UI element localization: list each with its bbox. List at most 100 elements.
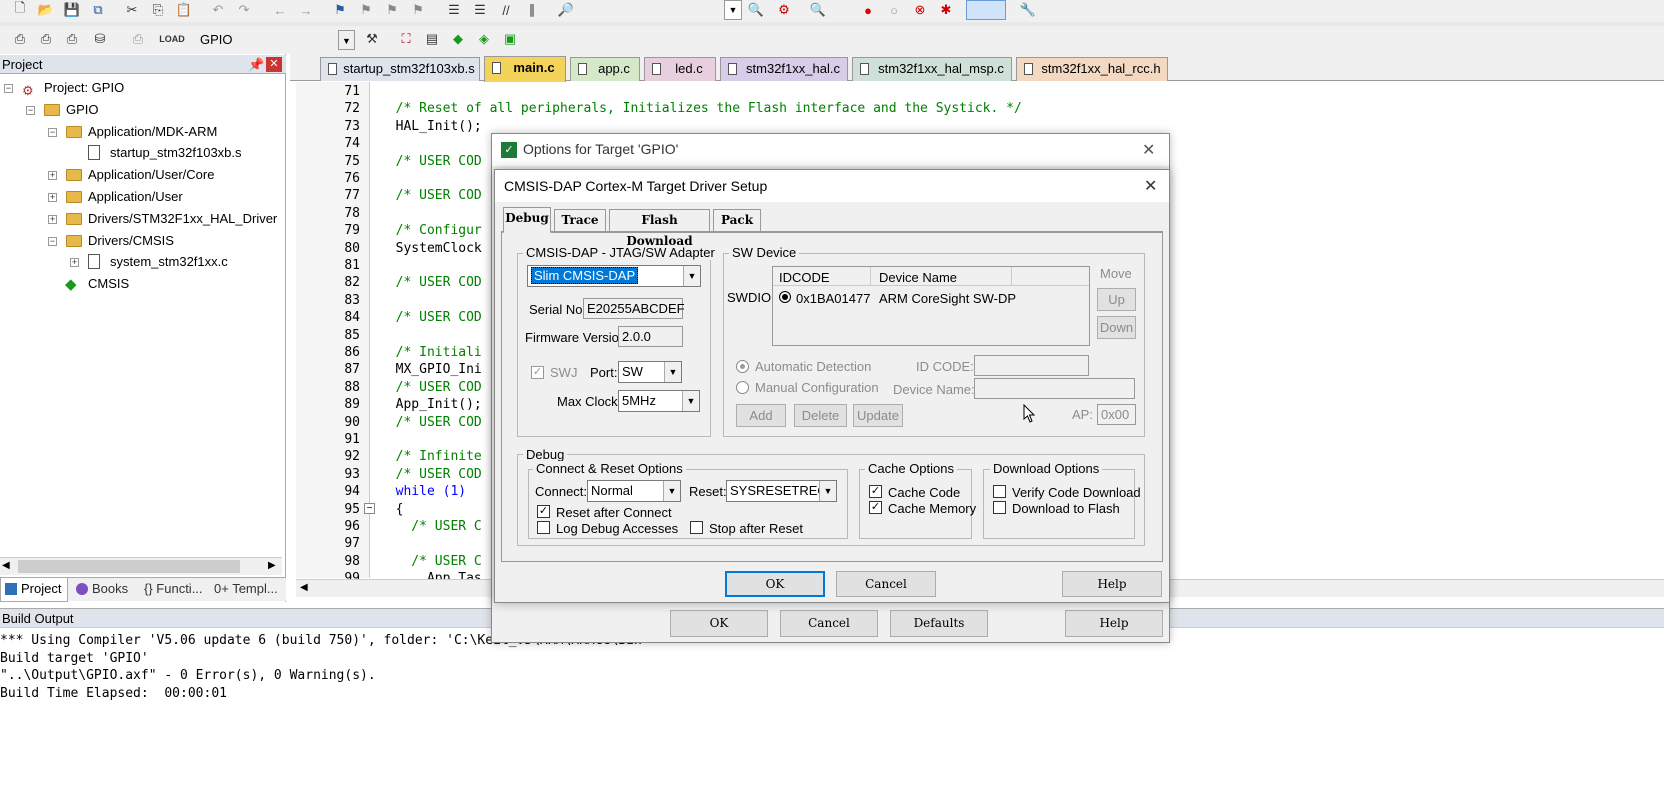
editor-tab-stm32f1xx-hal-c[interactable]: stm32f1xx_hal.c — [720, 57, 848, 81]
add-button[interactable]: Add — [736, 404, 786, 427]
manage-run-time-icon[interactable]: ◆ — [453, 31, 463, 46]
options-defaults-button[interactable]: Defaults — [890, 610, 988, 637]
panel-close-button[interactable]: ✕ — [266, 57, 282, 72]
new-file-icon[interactable]: 🗋 — [14, 0, 26, 15]
indent-icon[interactable]: ☰ — [448, 2, 460, 17]
editor-tab-app-c[interactable]: app.c — [570, 57, 640, 81]
copy-icon[interactable]: ⎘ — [152, 2, 164, 17]
swj-checkbox[interactable]: ✓ — [531, 366, 544, 379]
code-line[interactable]: /* USER COD — [380, 466, 482, 482]
bookmark-icon[interactable]: ⚑ — [334, 2, 346, 17]
code-line[interactable]: while (1) — [380, 484, 467, 500]
code-line[interactable]: /* Reset of all peripherals, Initializes… — [380, 101, 1022, 117]
tree-item[interactable]: startup_stm32f103xb.s — [0, 143, 282, 163]
editor-tab-stm32f1xx-hal-msp-c[interactable]: stm32f1xx_hal_msp.c — [852, 57, 1012, 81]
close-icon[interactable]: ✕ — [1144, 178, 1158, 195]
cache-memory-checkbox[interactable]: ✓ — [869, 501, 882, 514]
scroll-left-icon[interactable]: ◀ — [2, 560, 10, 571]
bottom-tab-books[interactable]: Books — [72, 578, 136, 602]
driver-cancel-button[interactable]: Cancel — [836, 571, 936, 597]
code-line[interactable]: App_Init(); — [380, 397, 482, 413]
bookmark-next-icon[interactable]: ⚑ — [386, 2, 398, 17]
verify-code-checkbox[interactable] — [993, 485, 1006, 498]
tree-item[interactable]: +Drivers/STM32F1xx_HAL_Driver — [0, 209, 282, 229]
sw-device-table[interactable]: IDCODE Device Name 0x1BA01477 ARM CoreSi… — [772, 266, 1090, 346]
breakpoint-kill-icon[interactable]: ✱ — [940, 2, 952, 17]
tree-item[interactable]: −GPIO — [0, 100, 282, 120]
options-cancel-button[interactable]: Cancel — [780, 610, 878, 637]
code-line[interactable]: /* Infinite — [380, 449, 482, 465]
code-line[interactable]: /* USER C — [380, 519, 482, 534]
file-extensions-icon[interactable]: ▤ — [425, 31, 439, 46]
stop-build-icon[interactable]: ⎙ — [132, 31, 144, 46]
options-ok-button[interactable]: OK — [670, 610, 768, 637]
code-line[interactable]: /* Initiali — [380, 345, 482, 360]
code-line[interactable]: /* USER COD — [380, 414, 482, 430]
tree-item[interactable]: −⚙Project: GPIO — [0, 78, 282, 98]
tree-item[interactable]: ◆CMSIS — [0, 274, 282, 294]
rebuild-icon[interactable]: ⎙ — [66, 31, 78, 46]
find-in-files-icon[interactable]: 🔎 — [557, 2, 575, 17]
connect-select[interactable]: Normal ▼ — [587, 480, 681, 502]
breakpoint-icon[interactable]: ● — [864, 2, 872, 18]
save-icon[interactable]: 💾 — [63, 2, 81, 17]
editor-tab-stm32f1xx-hal-rcc-h[interactable]: stm32f1xx_hal_rcc.h — [1016, 57, 1168, 81]
table-row[interactable]: 0x1BA01477 ARM CoreSight SW-DP — [773, 288, 1089, 308]
code-line[interactable]: { — [380, 501, 404, 517]
window-layout-button[interactable] — [966, 0, 1006, 20]
collapse-icon[interactable]: − — [48, 126, 57, 137]
uncomment-icon[interactable]: ∥ — [528, 2, 536, 17]
save-all-icon[interactable]: ⧉ — [93, 2, 103, 17]
pack-installer-icon[interactable]: ▣ — [503, 31, 517, 46]
comment-icon[interactable]: // — [502, 2, 510, 18]
build-icon[interactable]: ⎙ — [40, 31, 52, 46]
code-line[interactable]: /* USER COD — [380, 153, 482, 169]
expand-icon[interactable]: + — [48, 170, 57, 181]
tree-item[interactable]: +Application/User — [0, 187, 282, 207]
build-output-pane[interactable] — [0, 629, 1664, 788]
expand-icon[interactable]: + — [70, 257, 79, 268]
code-line[interactable]: /* USER COD — [380, 188, 482, 204]
tree-item[interactable]: −Drivers/CMSIS — [0, 231, 282, 251]
reset-select[interactable]: SYSRESETREQ ▼ — [726, 480, 837, 502]
cut-icon[interactable]: ✂ — [126, 2, 138, 17]
zoom-icon[interactable]: 🔍 — [809, 2, 827, 17]
update-button[interactable]: Update — [853, 404, 903, 427]
batch-build-icon[interactable]: ⛁ — [94, 31, 106, 46]
delete-button[interactable]: Delete — [794, 404, 847, 427]
code-line[interactable]: MX_GPIO_Ini — [380, 362, 482, 378]
bookmark-clear-icon[interactable]: ⚑ — [412, 2, 424, 17]
manual-config-radio[interactable] — [736, 381, 749, 394]
unindent-icon[interactable]: ☰ — [474, 2, 486, 17]
manage-project-icon[interactable]: ⛶ — [401, 31, 411, 46]
driver-help-button[interactable]: Help — [1062, 571, 1162, 597]
redo-icon[interactable]: ↷ — [238, 2, 250, 17]
download-flash-checkbox[interactable] — [993, 501, 1006, 514]
bottom-tab-functions[interactable]: {} Functi... — [144, 581, 203, 596]
download-load-icon[interactable]: LOAD — [159, 34, 185, 44]
code-line[interactable]: HAL_Init(); — [380, 118, 482, 134]
open-folder-icon[interactable]: 📂 — [37, 2, 55, 17]
debug-session-icon[interactable]: ⚙ — [778, 2, 790, 17]
log-debug-checkbox[interactable] — [537, 521, 550, 534]
project-h-scrollbar[interactable]: ◀ ▶ — [0, 557, 282, 575]
code-line[interactable]: /* Configur — [380, 223, 482, 239]
driver-ok-button[interactable]: OK — [725, 571, 825, 597]
nav-forward-icon[interactable]: → — [299, 2, 313, 18]
scroll-right-icon[interactable]: ▶ — [268, 560, 276, 571]
port-select[interactable]: SW ▼ — [618, 361, 682, 383]
tab-pack[interactable]: Pack — [713, 209, 761, 232]
collapse-icon[interactable]: − — [4, 83, 13, 93]
tree-item[interactable]: +Application/User/Core — [0, 165, 282, 185]
editor-tab-startup-stm32f103xb-s[interactable]: startup_stm32f103xb.s — [320, 57, 480, 81]
pin-icon[interactable]: 📌 — [248, 57, 265, 72]
tree-item[interactable]: +system_stm32f1xx.c — [0, 252, 282, 272]
breakpoint-disable-icon[interactable]: ○ — [890, 2, 898, 18]
up-button[interactable]: Up — [1097, 288, 1136, 311]
select-pack-icon[interactable]: ◈ — [479, 31, 489, 46]
expand-icon[interactable]: + — [48, 213, 57, 224]
translate-icon[interactable]: ⎙ — [14, 31, 26, 46]
tab-flash-download[interactable]: Flash Download — [609, 209, 710, 248]
clock-select[interactable]: 5MHz ▼ — [618, 390, 700, 412]
code-line[interactable]: SystemClock — [380, 240, 482, 256]
